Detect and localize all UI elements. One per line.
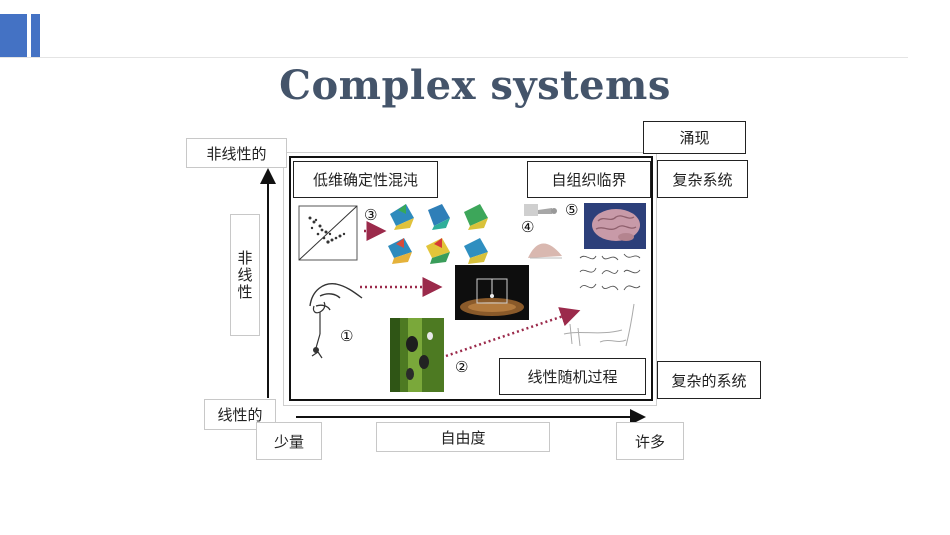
right-upper-label: 复杂系统: [657, 160, 748, 198]
brain-image: [584, 203, 646, 249]
sandpile-image: [524, 204, 562, 259]
scatter-plot-image: [298, 205, 358, 261]
y-top-label: 非线性的: [186, 138, 287, 168]
hand-pendulum-image: [309, 283, 363, 359]
header-accent-bar-thin: [31, 14, 40, 57]
curve-sketches-image: [579, 253, 641, 291]
marker-3: ③: [364, 206, 378, 224]
diagram-outer-frame: [283, 152, 657, 406]
marker-5: ⑤: [565, 201, 579, 219]
quadrant-top-right-label: 自组织临界: [527, 161, 651, 198]
quadrant-top-left-label: 低维确定性混沌: [293, 161, 438, 198]
marker-4: ④: [521, 218, 535, 236]
marker-2: ②: [455, 358, 469, 376]
dotted-arrow-2: [445, 307, 581, 358]
y-bottom-label: 线性的: [204, 399, 276, 430]
x-right-label: 许多: [616, 422, 684, 460]
surface-plots-image: [388, 204, 488, 264]
y-axis-label: 非线性: [230, 214, 260, 336]
marker-1: ①: [340, 327, 354, 345]
header-divider: [0, 57, 908, 58]
top-right-label: 涌现: [643, 121, 746, 154]
diagram-inner-frame: [289, 156, 653, 401]
quadrant-bottom-right-label: 线性随机过程: [499, 358, 646, 395]
x-axis-label: 自由度: [376, 422, 550, 452]
plant-insects-photo: [390, 318, 444, 392]
header-accent-bar: [0, 14, 27, 57]
right-lower-label: 复杂的系统: [657, 361, 761, 399]
line-sketch-image: [563, 303, 635, 347]
double-pendulum-photo: [455, 265, 529, 320]
x-left-label: 少量: [256, 422, 322, 460]
slide-title: Complex systems: [279, 62, 671, 109]
